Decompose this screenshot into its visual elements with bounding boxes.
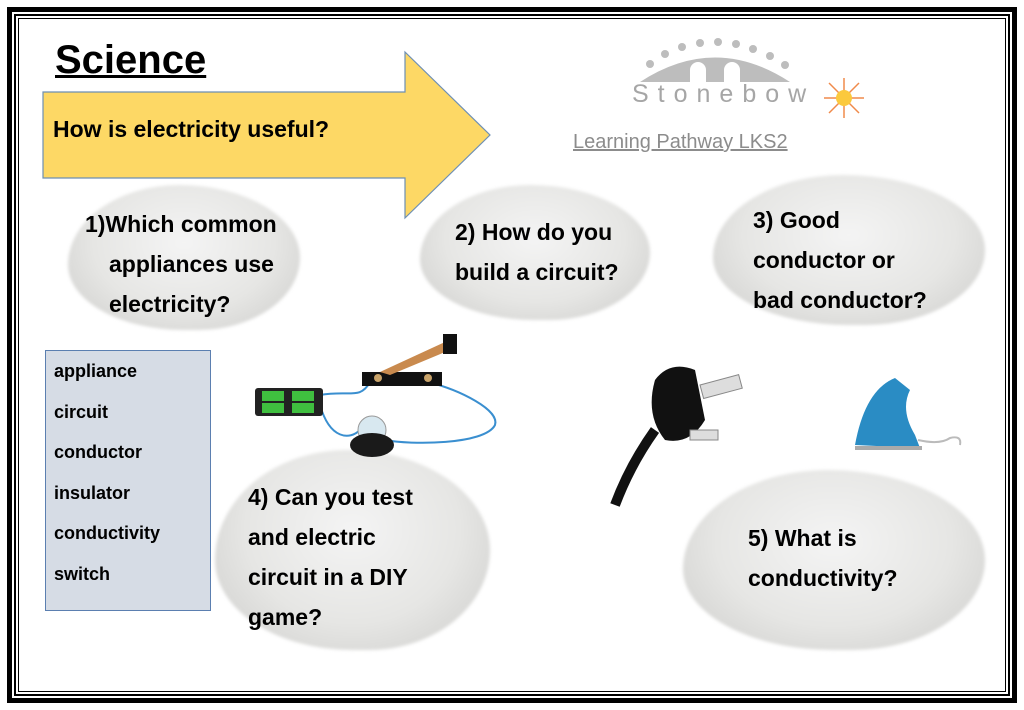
question-line: build a circuit? xyxy=(455,259,619,285)
stone-1 xyxy=(68,185,300,330)
question-1: 1)Which common appliances use electricit… xyxy=(85,204,277,324)
page-title: Science xyxy=(55,38,207,82)
circuit-image-icon xyxy=(255,334,497,457)
vocab-word: conductivity xyxy=(54,523,161,543)
question-line: 3) Good xyxy=(753,207,840,233)
arrow-banner xyxy=(42,50,491,220)
page-border-inner xyxy=(14,14,1010,696)
question-4: 4) Can you test and electric circuit in … xyxy=(248,477,413,637)
vocab-word: conductor xyxy=(54,442,142,462)
question-line: appliances use xyxy=(109,251,274,277)
learning-pathway-label: Learning Pathway LKS2 xyxy=(573,131,788,153)
question-line: 1)Which common xyxy=(85,211,277,237)
question-line: 5) What is xyxy=(748,525,857,551)
stone-4 xyxy=(215,450,490,650)
main-question: How is electricity useful? xyxy=(53,116,330,142)
iron-image-icon xyxy=(855,378,962,450)
vocab-word: switch xyxy=(54,563,111,584)
question-line: bad conductor? xyxy=(753,287,927,313)
vocab-word: appliance xyxy=(54,361,138,381)
question-2: 2) How do you build a circuit? xyxy=(455,212,619,292)
vocab-word: circuit xyxy=(54,401,109,422)
logo-wordmark: Stonebow xyxy=(632,80,816,108)
question-line: circuit in a DIY xyxy=(248,564,408,590)
stonebow-logo-icon xyxy=(640,38,790,82)
question-3: 3) Good conductor or bad conductor? xyxy=(753,200,927,320)
question-line: and electric xyxy=(248,524,376,550)
question-line: 2) How do you xyxy=(455,219,613,245)
question-line: conductivity? xyxy=(748,565,898,591)
question-line: conductor or xyxy=(753,247,895,273)
page-border xyxy=(7,7,1017,703)
question-line: game? xyxy=(248,604,323,630)
stone-2 xyxy=(420,185,650,320)
question-5: 5) What is conductivity? xyxy=(748,518,898,598)
sun-icon xyxy=(824,78,864,118)
plug-image-icon xyxy=(610,366,743,507)
stone-3 xyxy=(713,175,985,325)
question-line: electricity? xyxy=(109,291,231,317)
vocab-word: insulator xyxy=(54,482,131,503)
stone-5 xyxy=(683,470,985,650)
page-border-thin xyxy=(18,18,1006,692)
question-line: 4) Can you test xyxy=(248,484,413,510)
vocabulary-box: appliance circuit conductor insulator co… xyxy=(45,350,211,611)
